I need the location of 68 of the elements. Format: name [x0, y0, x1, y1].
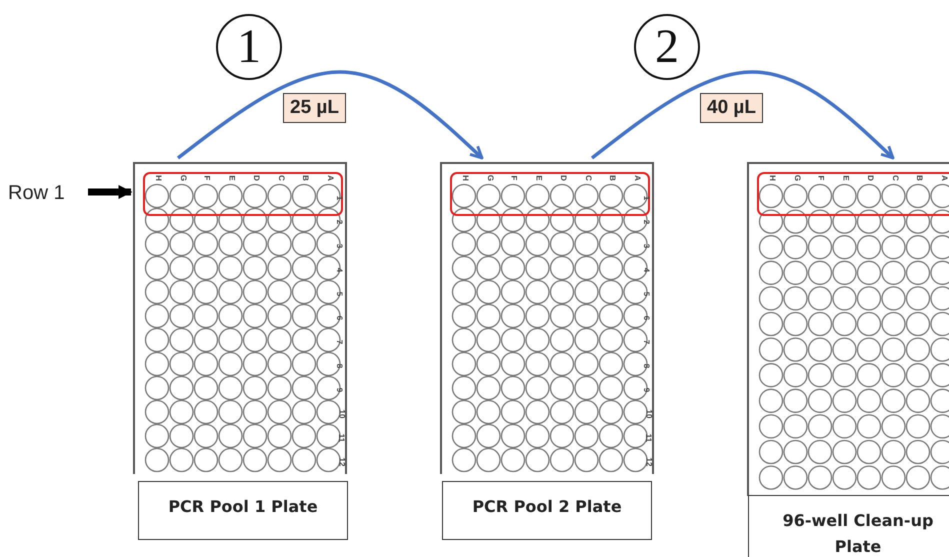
arrow	[88, 185, 132, 199]
row-number: 11	[337, 434, 346, 442]
row-number: 3	[642, 244, 650, 248]
column-letter: C	[276, 175, 284, 181]
row-number: 9	[335, 388, 344, 392]
row-number: 8	[642, 364, 650, 368]
column-letter: H	[460, 175, 469, 181]
column-letter: E	[841, 175, 850, 181]
row-number: 6	[642, 316, 650, 320]
plate-name: PCR Pool 2 Plate	[472, 496, 622, 518]
plate-label-box	[442, 481, 652, 540]
column-letter: C	[583, 175, 592, 181]
row-label: Row 1	[8, 182, 65, 204]
column-letter: E	[534, 175, 542, 181]
column-letter: G	[486, 174, 494, 182]
row-number: 5	[642, 292, 650, 296]
well-plate-drawing	[440, 162, 654, 474]
column-letter: D	[866, 175, 874, 181]
column-letter: H	[768, 175, 776, 181]
column-letter: B	[608, 175, 616, 181]
column-letter: F	[509, 176, 518, 180]
row-number: 7	[335, 340, 344, 344]
plate-label-box	[138, 481, 348, 540]
row-number: 2	[642, 220, 650, 224]
row-number: 4	[642, 268, 650, 272]
step-number: 1	[216, 14, 282, 80]
row-number: 1	[335, 196, 344, 200]
plate-name: 96-well Clean-up Plate	[782, 510, 934, 557]
row-number: 9	[642, 388, 650, 392]
row-number: 12	[644, 458, 652, 466]
column-letter: F	[202, 176, 210, 180]
row-highlight	[143, 172, 343, 216]
row-number: 2	[335, 220, 344, 224]
row-highlight	[450, 172, 650, 216]
row-number: 12	[337, 458, 346, 466]
volume-label: 25 µL	[283, 93, 346, 123]
column-letter: A	[939, 175, 948, 181]
arrow	[176, 70, 484, 160]
row-highlight	[757, 172, 949, 216]
column-letter: F	[816, 176, 824, 180]
row-number: 6	[335, 316, 344, 320]
row-number: 11	[644, 434, 652, 442]
column-letter: C	[890, 175, 898, 181]
column-letter: G	[178, 174, 187, 182]
plate-name: PCR Pool 1 Plate	[168, 496, 318, 518]
well-plate-drawing	[133, 162, 347, 474]
arrow	[590, 70, 894, 160]
column-letter: G	[792, 174, 801, 182]
row-number: 4	[335, 268, 344, 272]
column-letter: A	[325, 175, 334, 181]
column-letter: H	[154, 175, 162, 181]
row-number: 5	[335, 292, 344, 296]
column-letter: D	[252, 175, 260, 181]
row-number: 8	[335, 364, 344, 368]
volume-label: 40 µL	[700, 93, 763, 123]
column-letter: A	[632, 175, 640, 181]
well-plate-drawing	[747, 162, 949, 496]
column-letter: B	[914, 175, 923, 181]
row-number: 10	[337, 410, 346, 418]
row-number: 10	[644, 410, 652, 418]
column-letter: D	[558, 175, 567, 181]
column-letter: E	[227, 175, 236, 181]
row-number: 1	[642, 196, 650, 200]
step-number: 2	[634, 14, 700, 80]
plate-label-box	[748, 495, 949, 557]
column-letter: B	[300, 175, 309, 181]
row-number: 7	[642, 340, 650, 344]
row-number: 3	[335, 244, 344, 248]
